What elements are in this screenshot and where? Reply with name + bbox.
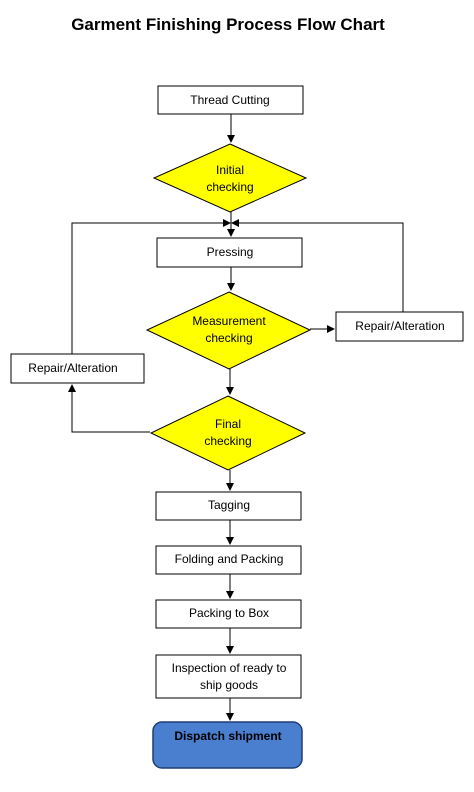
chart-title: Garment Finishing Process Flow Chart [71, 15, 385, 34]
node-inspection-label-1: Inspection of ready to [172, 661, 287, 675]
connectors [68, 114, 404, 721]
node-final-checking-label-1: Final [215, 417, 241, 431]
node-inspection: Inspection of ready to ship goods [155, 654, 302, 699]
node-repair-left-label: Repair/Alteration [28, 361, 117, 375]
node-measurement-checking: Measurement checking [145, 291, 312, 370]
node-tagging-label: Tagging [208, 498, 250, 512]
node-packing-box-label: Packing to Box [189, 606, 269, 620]
node-folding-packing: Folding and Packing [155, 545, 302, 575]
node-initial-checking: Initial checking [152, 143, 308, 213]
node-dispatch-label: Dispatch shipment [174, 729, 281, 743]
loop-repair-left-to-pressing [71, 219, 231, 354]
node-pressing: Pressing [156, 237, 303, 268]
node-packing-box: Packing to Box [155, 599, 302, 629]
node-initial-checking-label-2: checking [206, 180, 253, 194]
node-repair-left: Repair/Alteration [10, 353, 145, 384]
node-initial-checking-label-1: Initial [216, 163, 244, 177]
node-measurement-checking-label-1: Measurement [192, 314, 266, 328]
node-tagging: Tagging [155, 491, 302, 521]
node-final-checking: Final checking [149, 395, 307, 471]
node-pressing-label: Pressing [207, 245, 254, 259]
node-final-checking-label-2: checking [204, 434, 251, 448]
node-thread-cutting: Thread Cutting [157, 85, 304, 115]
loop-repair-right-to-pressing [231, 219, 404, 312]
node-thread-cutting-label: Thread Cutting [190, 93, 269, 107]
node-repair-right-label: Repair/Alteration [355, 319, 444, 333]
node-measurement-checking-label-2: checking [205, 331, 252, 345]
node-folding-packing-label: Folding and Packing [175, 552, 284, 566]
node-inspection-label-2: ship goods [200, 678, 258, 692]
node-dispatch: Dispatch shipment [152, 721, 303, 769]
arrow-final-to-repair-left [68, 384, 150, 433]
node-repair-right: Repair/Alteration [335, 311, 464, 342]
